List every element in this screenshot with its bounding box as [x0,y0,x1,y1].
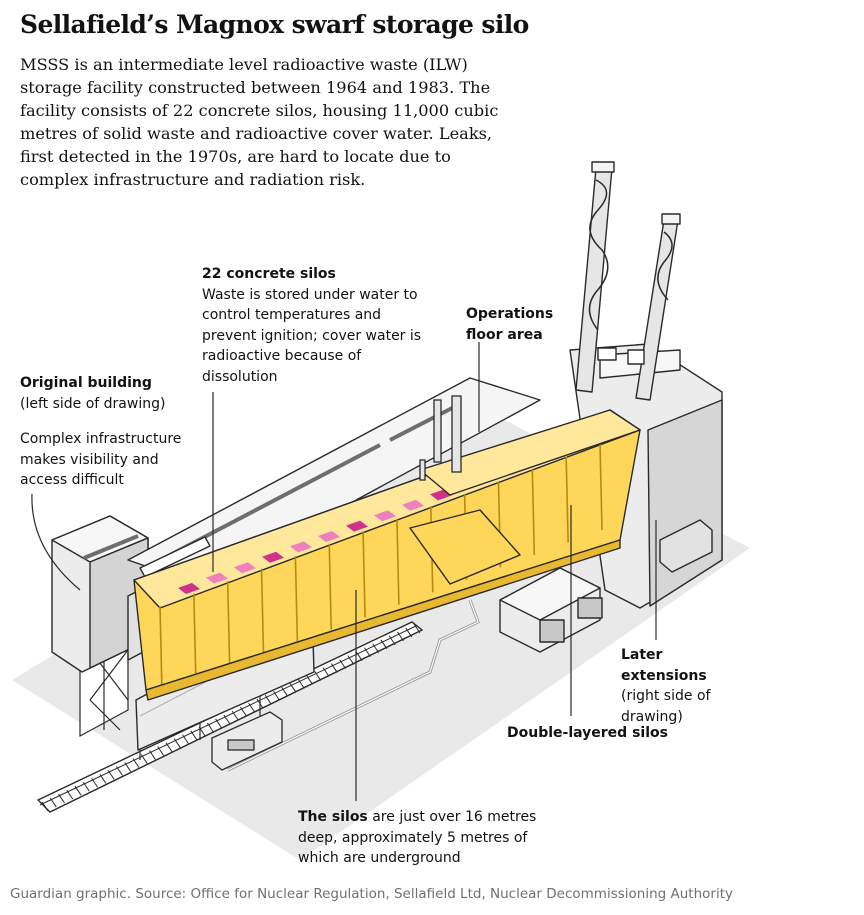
track-tie [99,774,107,784]
track-tie [413,623,421,634]
track-tie [306,675,313,685]
track-tie [132,758,140,768]
track-tie [91,777,99,788]
track-tie [339,659,347,669]
track-tie [149,750,156,760]
track-tie [49,797,57,808]
silo-wall [260,568,265,655]
track-tie [66,789,74,800]
track-tie [206,722,214,733]
silo-wall [565,456,569,543]
track-tie [314,671,322,681]
track-tie [215,718,223,729]
label-concrete-silos: 22 concrete silos Waste is stored under … [202,264,422,387]
track-tie [124,762,132,772]
track-tie [388,635,396,646]
silo-hatch [206,572,228,584]
track-tie [182,734,189,745]
track-tie [322,667,330,677]
graphic-title: Sellafield’s Magnox swarf storage silo [20,10,529,39]
track-tie [231,710,239,721]
track-tie [363,647,371,658]
original-building-heading: Original building [20,375,152,391]
later-extensions-sub: (right side of drawing) [621,688,711,725]
track-tie [380,639,388,650]
silo-hatch [234,562,256,574]
concrete-silos-body: Waste is stored under water to control t… [202,286,422,385]
silo-cutaway [133,409,641,701]
track-tie [248,702,256,713]
silo-wall [294,556,299,643]
intro-paragraph: MSSS is an intermediate level radioactiv… [20,55,499,189]
label-double-layered: Double-layered silos [507,723,687,744]
track-tie [397,631,404,642]
source-credit: Guardian graphic. Source: Office for Nuc… [10,886,733,902]
silo-wall [328,543,333,630]
track-tie [223,714,231,725]
silo-wall [396,518,400,605]
track-tie [297,679,305,689]
silo-wall [362,531,366,618]
track-tie [82,781,90,792]
silo-hatch [374,510,396,522]
track-tie [372,643,380,654]
foreground-kiosk [211,711,283,771]
label-later-extensions: Later extensions (right side of drawing) [621,645,751,727]
original-building-body: Complex infrastructure makes visibility … [20,431,182,488]
silo-depth-bold: The silos [298,809,368,825]
silo-hatch [346,520,368,532]
silo-hatch [402,499,424,511]
silo-wall [226,581,231,668]
track-tie [239,706,247,717]
silo-wall [193,593,197,680]
operations-floor-heading: Operations floor area [466,306,554,343]
double-layered-heading: Double-layered silos [507,725,668,741]
track-tie [165,742,173,752]
track-tie [107,770,115,780]
track-tie [347,655,355,665]
label-silo-depth: The silos are just over 16 metres deep, … [298,807,538,869]
railway-track [36,621,424,813]
track-tie [405,627,413,638]
concrete-silos-heading: 22 concrete silos [202,266,336,282]
track-tie [41,801,49,812]
silo-wall [599,443,603,531]
later-extensions-heading: Later extensions [621,647,707,684]
silo-wall [159,605,163,693]
track-tie [289,683,297,693]
track-tie [273,690,280,701]
track-tie [190,730,198,741]
track-tie [330,663,338,673]
track-tie [264,694,272,705]
track-tie [115,766,123,776]
silo-hatch [178,583,200,594]
track-tie [140,754,148,764]
track-tie [173,738,181,748]
track-tie [281,687,289,697]
track-tie [58,793,65,804]
leader-lines [31,342,657,801]
ops-chimneys [419,395,462,481]
label-operations-floor: Operations floor area [466,304,556,345]
silo-wall [531,468,536,555]
silo-hatch [262,551,284,563]
track-tie [74,785,82,796]
label-original-building: Original building (left side of drawing)… [20,373,195,491]
silo-hatch [318,531,340,542]
silo-depth-rest: are just over 16 metres deep, approximat… [298,809,537,866]
track-tie [157,746,165,756]
silo-hatch [290,541,312,553]
original-building-sub: (left side of drawing) [20,395,166,412]
track-tie [355,651,363,661]
